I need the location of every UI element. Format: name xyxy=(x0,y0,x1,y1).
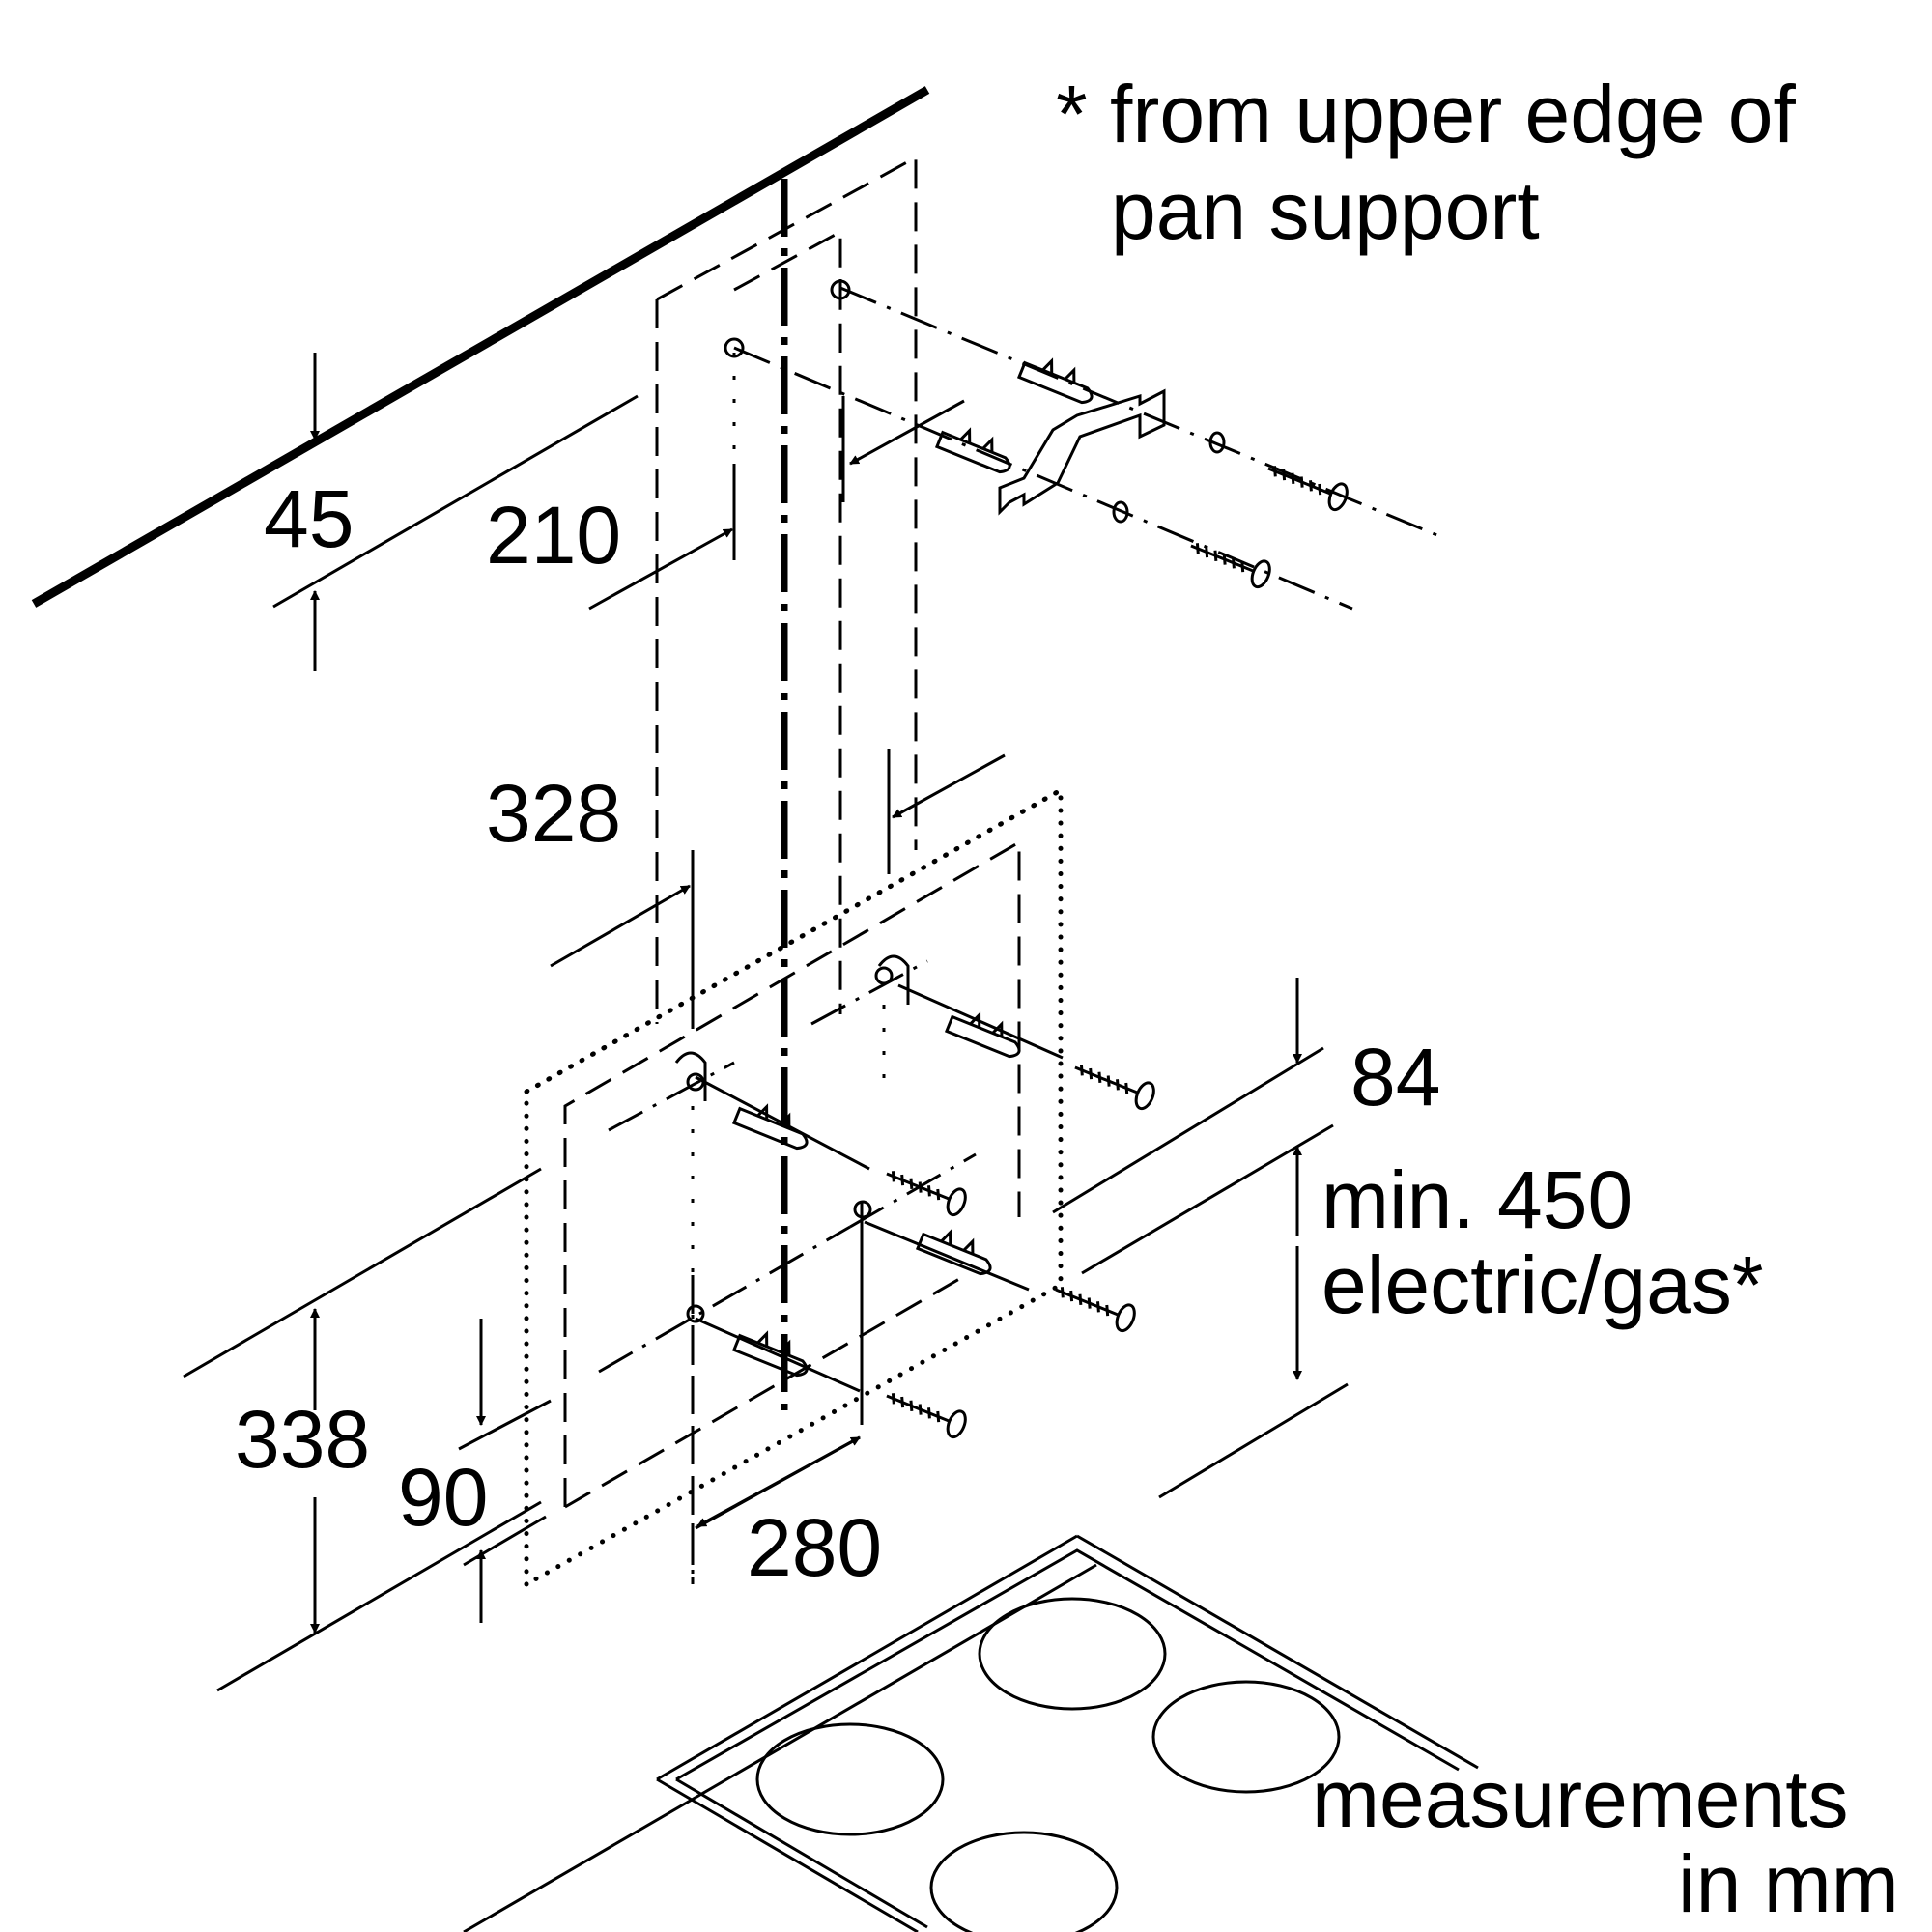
dimension-280-lines xyxy=(695,1435,861,1530)
note-min-450: min. 450 xyxy=(1321,1154,1634,1245)
wall-plug-lower-2-icon xyxy=(731,1103,809,1151)
wall-plug-lower-1-icon xyxy=(944,1011,1021,1059)
dimension-210-lines xyxy=(588,396,965,611)
dimension-90-lines xyxy=(458,1319,552,1623)
dimension-90-label: 90 xyxy=(398,1452,489,1543)
dimension-280-label: 280 xyxy=(747,1502,883,1593)
screw-lower-2-icon xyxy=(886,1171,967,1217)
lower-hole-3-icon xyxy=(853,1200,872,1219)
upper-hole-right-icon xyxy=(830,279,851,300)
dimension-328-label: 328 xyxy=(486,768,622,859)
note-pan-support-line1: * from upper edge of xyxy=(1056,69,1796,159)
lower-hole-2-icon xyxy=(874,966,894,985)
burner-4-icon xyxy=(929,1831,1119,1932)
upper-hole-left-icon xyxy=(724,337,745,358)
wall-plug-lower-3-icon xyxy=(915,1229,992,1276)
wall-plug-upper-1-icon xyxy=(1016,357,1094,405)
upper-bracket-axes xyxy=(732,256,1440,611)
dimension-84-lines xyxy=(1052,978,1334,1275)
lower-chimney-outline xyxy=(524,785,1064,1589)
lower-hole-1-icon xyxy=(686,1072,705,1092)
washer-upper-2-icon xyxy=(1112,500,1129,524)
note-measurements: measurements xyxy=(1312,1753,1849,1844)
mounting-bracket-icon xyxy=(998,388,1166,516)
note-in-mm: in mm xyxy=(1678,1838,1899,1929)
burner-2-icon xyxy=(1151,1680,1341,1794)
dimension-338-label: 338 xyxy=(235,1394,371,1485)
screw-lower-1-icon xyxy=(1074,1065,1155,1111)
dimension-338-lines xyxy=(183,1167,542,1692)
wall-plug-upper-2-icon xyxy=(934,427,1011,474)
screw-upper-2-icon xyxy=(1190,543,1271,589)
dimension-min450-lines xyxy=(1158,1146,1349,1499)
burner-3-icon xyxy=(755,1722,945,1836)
screw-upper-1-icon xyxy=(1267,466,1349,512)
wall-plug-lower-4-icon xyxy=(731,1330,809,1378)
cooktop xyxy=(463,1534,1479,1932)
ceiling-line xyxy=(31,86,930,608)
burner-1-icon xyxy=(978,1597,1167,1711)
dimension-210-label: 210 xyxy=(486,490,622,581)
dimension-84-label: 84 xyxy=(1350,1032,1441,1122)
screw-lower-3-icon xyxy=(1055,1287,1136,1333)
note-pan-support-line2: pan support xyxy=(1111,165,1540,256)
screw-lower-4-icon xyxy=(886,1393,967,1439)
dimension-45-lines xyxy=(272,353,639,671)
lower-hole-4-icon xyxy=(686,1304,705,1323)
washer-upper-1-icon xyxy=(1208,431,1226,454)
dimension-45-label: 45 xyxy=(264,473,355,564)
note-electric-gas: electric/gas* xyxy=(1321,1239,1764,1330)
